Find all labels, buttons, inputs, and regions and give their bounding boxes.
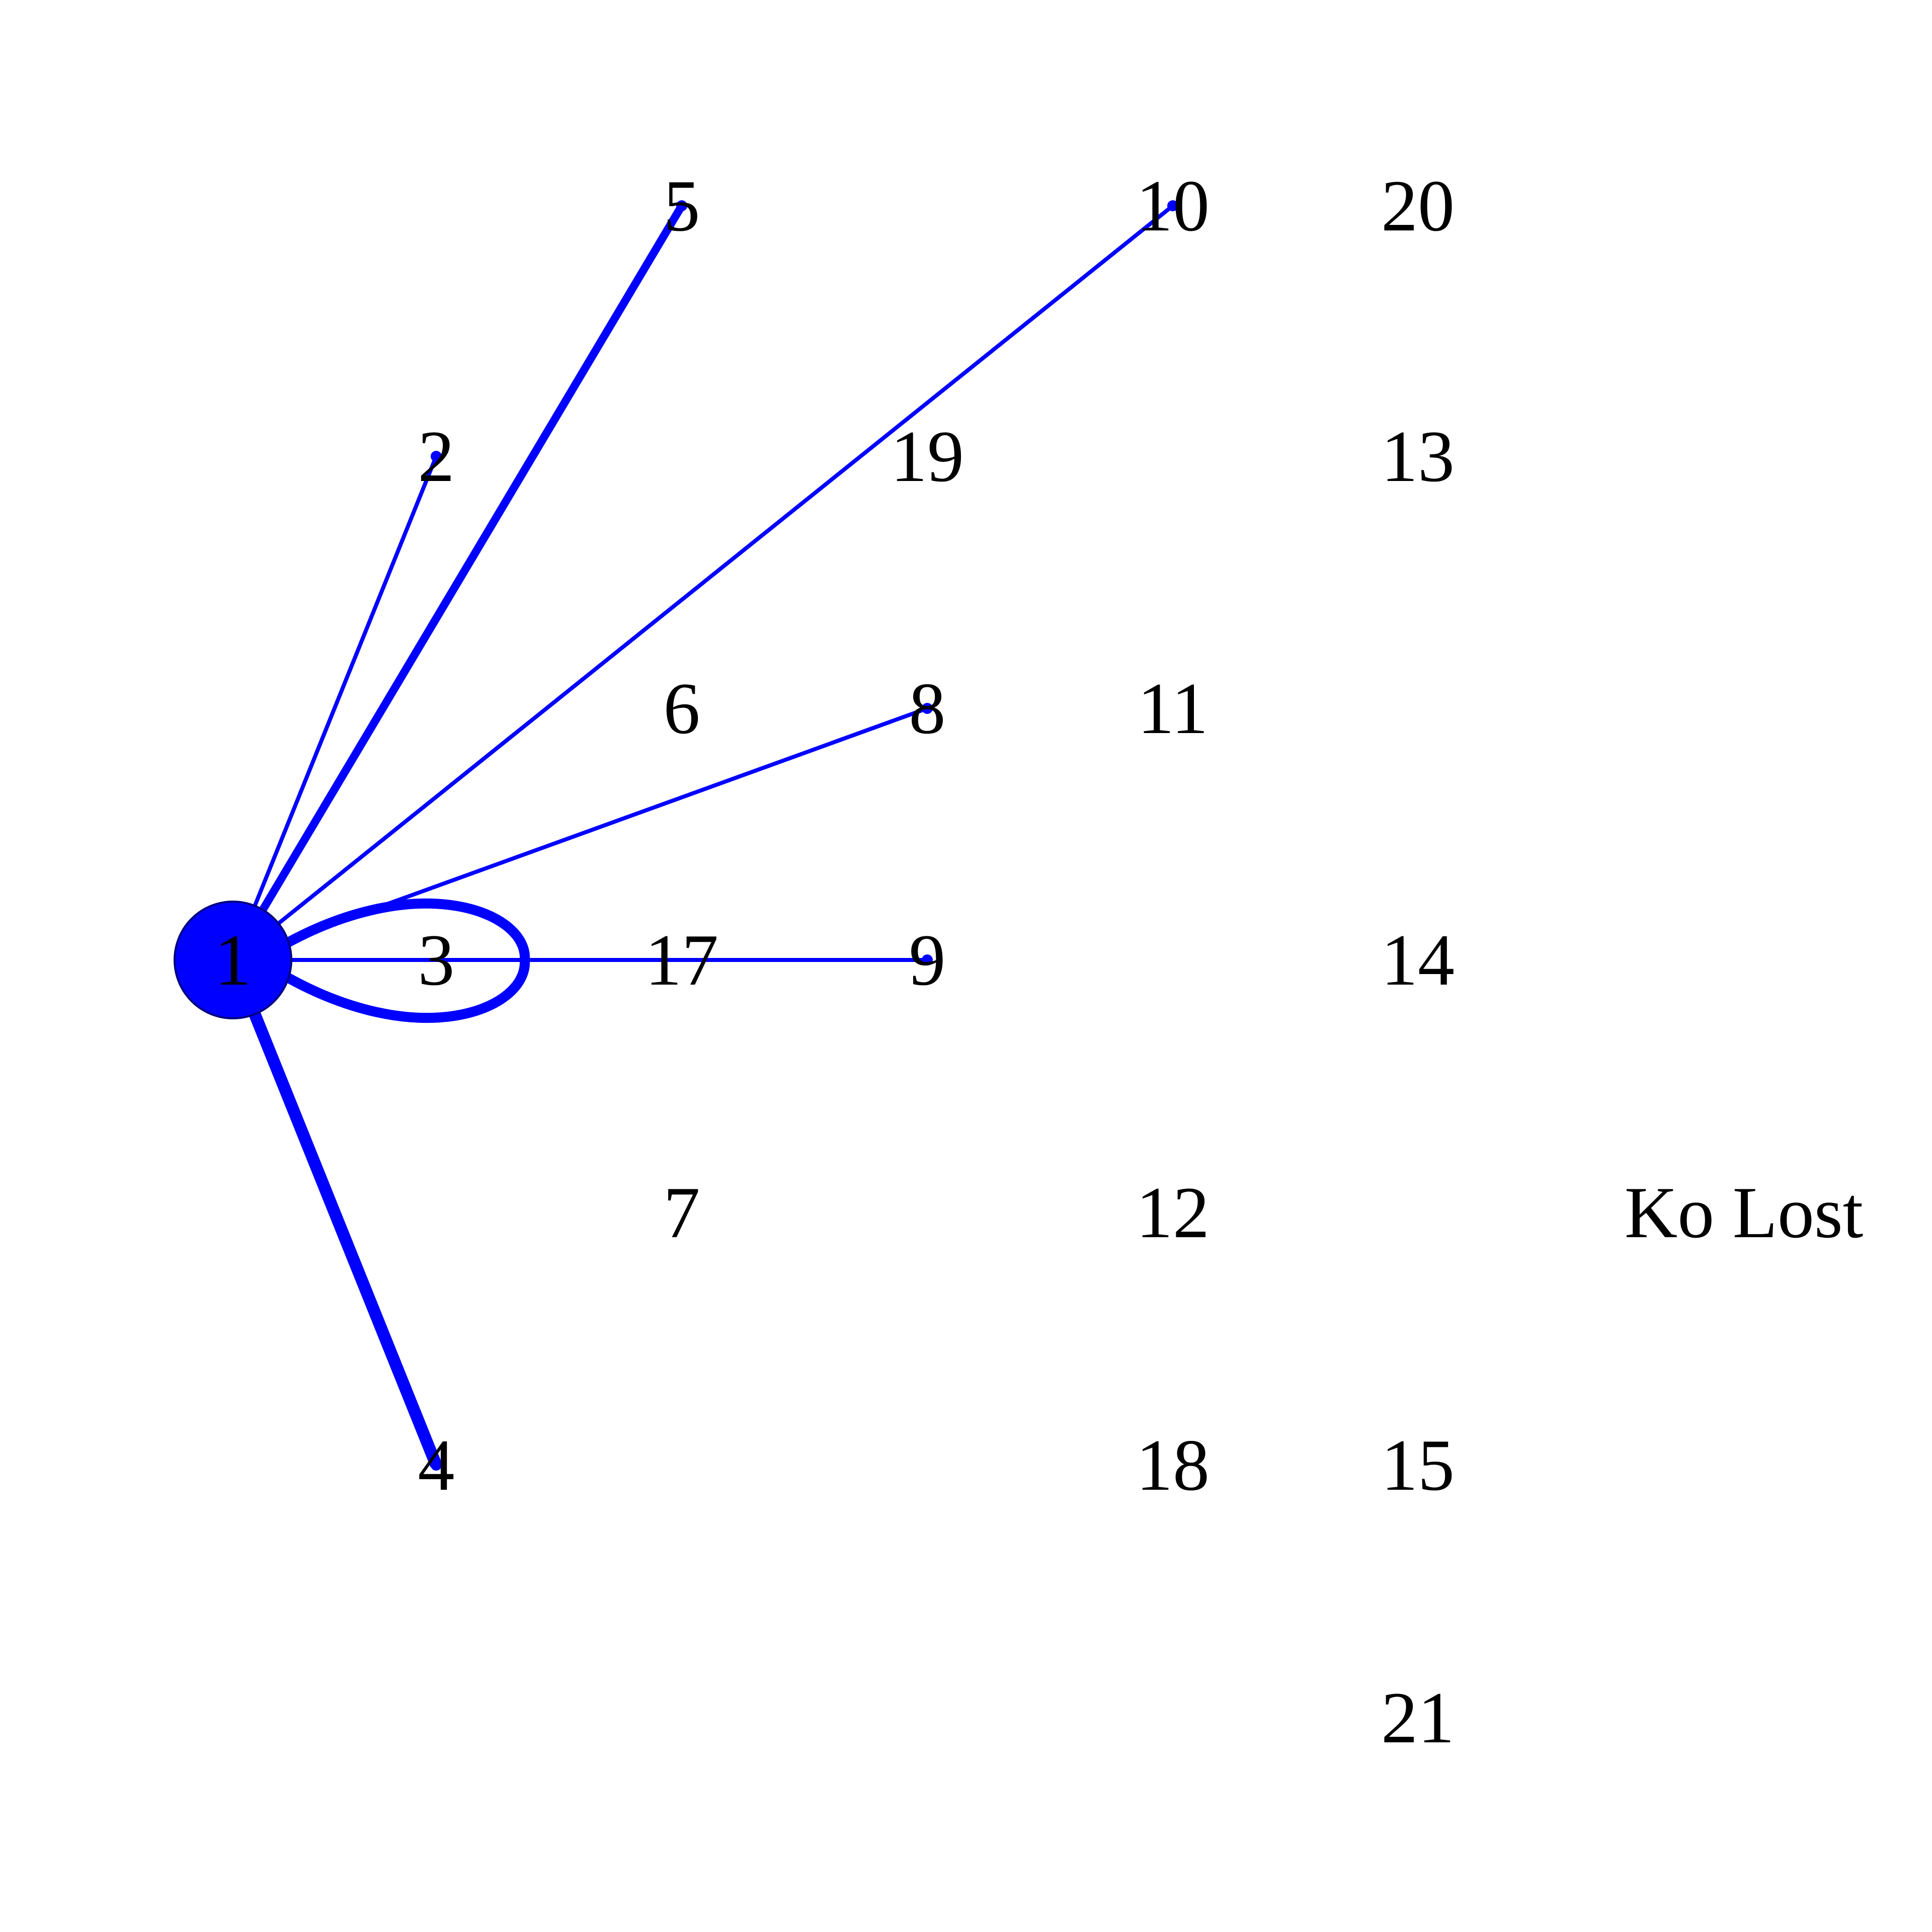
node-label-19: 19 <box>891 416 964 497</box>
node-15: 15 <box>1381 1424 1455 1506</box>
edge-endpoint-5 <box>676 200 687 211</box>
edge-1-5 <box>229 203 685 962</box>
node-21: 21 <box>1381 1677 1455 1758</box>
node-label-6: 6 <box>664 668 700 749</box>
node-19: 19 <box>891 416 964 497</box>
node-7: 7 <box>664 1172 700 1253</box>
node-5: 5 <box>664 165 700 247</box>
node-20: 20 <box>1381 165 1455 247</box>
node-12: 12 <box>1136 1172 1210 1253</box>
node-label-15: 15 <box>1381 1424 1455 1506</box>
edge-endpoint-2 <box>431 451 442 462</box>
node-label-18: 18 <box>1136 1424 1210 1506</box>
node-label-3: 3 <box>418 919 455 1001</box>
node-label-14: 14 <box>1381 919 1455 1001</box>
node-label-12: 12 <box>1136 1172 1210 1253</box>
edge-endpoint-10 <box>1167 200 1178 211</box>
node-14: 14 <box>1381 919 1455 1001</box>
node-label-8: 8 <box>909 668 946 749</box>
node-label-5: 5 <box>664 165 700 247</box>
root-node-circle <box>174 901 292 1019</box>
node-11: 11 <box>1138 668 1209 749</box>
edges-layer <box>227 200 1178 1471</box>
edge-1-4 <box>227 957 442 1468</box>
status-label: Ko Lost <box>1625 1172 1864 1253</box>
node-8: 8 <box>909 668 946 749</box>
node-17: 17 <box>645 919 718 1001</box>
node-label-17: 17 <box>645 919 718 1001</box>
edge-1-10 <box>231 204 1174 962</box>
edge-endpoint-9 <box>922 954 933 965</box>
node-2: 2 <box>418 416 455 497</box>
node-label-9: 9 <box>909 919 946 1001</box>
edge-1-2 <box>231 455 438 961</box>
edge-endpoint-4 <box>431 1460 442 1471</box>
node-4: 4 <box>418 1424 455 1506</box>
node-label-1: 1 <box>215 919 252 1001</box>
node-label-13: 13 <box>1381 416 1455 497</box>
edge-endpoint-8 <box>922 703 933 714</box>
node-9: 9 <box>909 919 946 1001</box>
node-label-7: 7 <box>664 1172 700 1253</box>
node-label-2: 2 <box>418 416 455 497</box>
node-label-20: 20 <box>1381 165 1455 247</box>
node-13: 13 <box>1381 416 1455 497</box>
node-18: 18 <box>1136 1424 1210 1506</box>
node-3: 3 <box>418 919 455 1001</box>
node-6: 6 <box>664 668 700 749</box>
node-10: 10 <box>1136 165 1210 247</box>
node-1: 1 <box>174 901 292 1019</box>
node-label-21: 21 <box>1381 1677 1455 1758</box>
node-label-11: 11 <box>1138 668 1209 749</box>
edge-1-3 <box>265 898 530 1023</box>
node-label-10: 10 <box>1136 165 1210 247</box>
node-label-4: 4 <box>418 1424 455 1506</box>
